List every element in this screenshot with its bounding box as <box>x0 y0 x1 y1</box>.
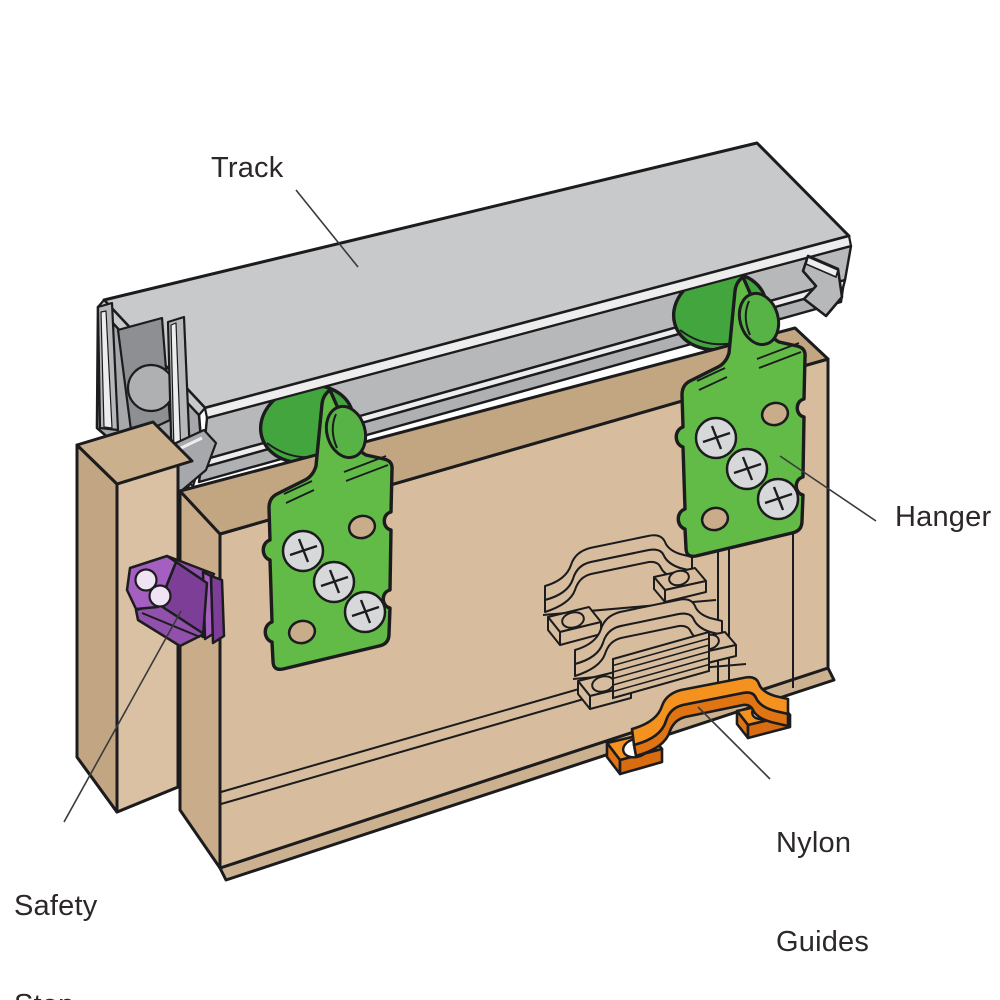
hanger-leader-line <box>779 455 877 522</box>
nylon-guides-leader-line <box>697 706 771 780</box>
leader-lines <box>63 189 877 823</box>
label-safety-stop: Safety Stop <box>14 824 97 1000</box>
label-track: Track <box>211 152 284 184</box>
label-nylon-guides-line2: Guides <box>776 926 870 958</box>
safety-stop-leader-line <box>63 610 182 823</box>
phantom-guide-outline <box>542 534 717 646</box>
track-top-plate <box>102 141 853 420</box>
label-safety-stop-line1: Safety <box>14 890 98 922</box>
hatched-pad <box>612 630 710 700</box>
nylon-guide-part <box>605 675 792 776</box>
label-hanger: Hanger <box>895 501 992 533</box>
safety-stop-part <box>125 554 226 648</box>
mounting-holes <box>287 514 377 645</box>
label-nylon-guides-line1: Nylon <box>776 827 852 859</box>
roller-hub <box>324 404 368 460</box>
label-nylon-guides: Nylon Guides <box>776 761 869 992</box>
track-leader-line <box>295 189 359 268</box>
screw-slots <box>289 538 380 624</box>
hanger-assembly-left <box>261 388 394 672</box>
label-safety-stop-line2: Stop <box>14 989 97 1000</box>
screws <box>281 529 387 634</box>
bend-score-lines <box>283 455 389 504</box>
